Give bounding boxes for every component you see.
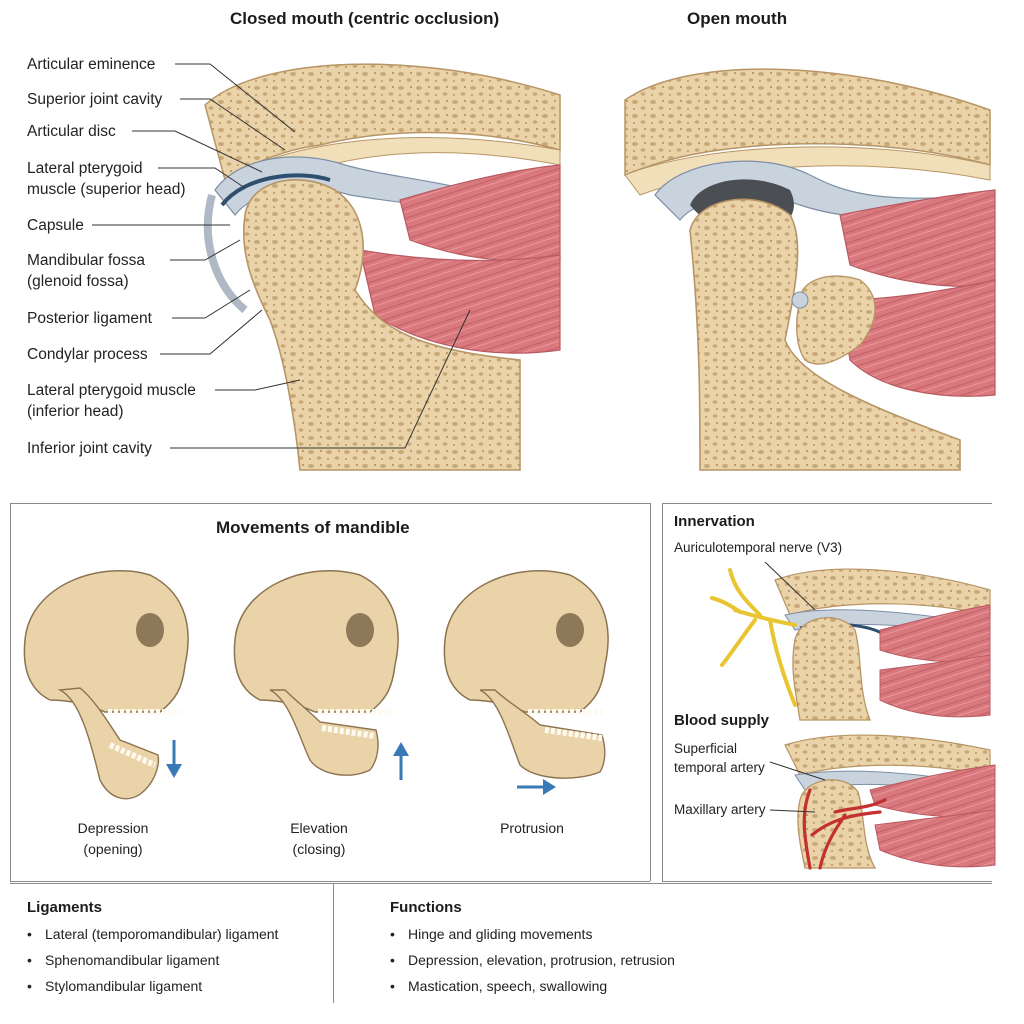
bottom-divider: [10, 883, 992, 884]
skull-elevation-illustration: [233, 570, 399, 776]
label-posterior-ligament: Posterior ligament: [27, 310, 152, 327]
closed-mouth-title: Closed mouth (centric occlusion): [230, 9, 500, 28]
list-item: Hinge and gliding movements: [390, 921, 675, 947]
side-panel-bottom-border: [662, 881, 992, 882]
list-item: Sphenomandibular ligament: [27, 947, 278, 973]
label-maxillary-artery: Maxillary artery: [674, 802, 766, 817]
list-item: Stylomandibular ligament: [27, 973, 278, 999]
innervation-illustration: [710, 561, 991, 721]
arrow-up-icon: [393, 742, 409, 780]
label-articular-disc: Articular disc: [27, 123, 116, 140]
movements-panel-bottom-border: [10, 881, 650, 882]
caption-protrusion: Protrusion: [500, 820, 564, 836]
caption-elevation: Elevation (closing): [290, 820, 348, 857]
label-condylar-process: Condylar process: [27, 346, 148, 363]
skull-protrusion-illustration: [443, 570, 609, 779]
functions-title: Functions: [390, 899, 462, 916]
open-mouth-title: Open mouth: [687, 9, 788, 28]
label-articular-eminence: Articular eminence: [27, 56, 156, 73]
bottom-vertical-divider: [333, 883, 334, 1003]
side-panel-left-border: [662, 503, 663, 881]
movements-panel-right-border: [650, 503, 651, 881]
movements-title: Movements of mandible: [216, 518, 410, 537]
movements-panel-left-border: [10, 503, 11, 881]
leader-lines: [92, 63, 471, 449]
skull-depression-illustration: [23, 570, 189, 800]
caption-depression: Depression (opening): [77, 820, 149, 857]
label-lateral-pterygoid-inferior: Lateral pterygoid muscle (inferior head): [27, 382, 196, 420]
open-mouth-joint-illustration: [624, 68, 996, 471]
blood-supply-illustration: [769, 734, 996, 870]
ligaments-list: Lateral (temporomandibular) ligament Sph…: [27, 921, 278, 999]
closed-mouth-joint-illustration: [203, 63, 561, 471]
arrow-down-icon: [166, 740, 182, 778]
side-panel-top-border: [662, 503, 992, 504]
label-inferior-joint-cavity: Inferior joint cavity: [27, 440, 152, 457]
label-capsule: Capsule: [27, 217, 84, 234]
label-superficial-temporal-artery: Superficial temporal artery: [674, 741, 765, 775]
functions-list: Hinge and gliding movements Depression, …: [390, 921, 675, 999]
label-auriculotemporal-nerve: Auriculotemporal nerve (V3): [674, 540, 843, 555]
list-item: Lateral (temporomandibular) ligament: [27, 921, 278, 947]
movements-panel-top-border: [10, 503, 650, 504]
label-lateral-pterygoid-superior: Lateral pterygoid muscle (superior head): [27, 160, 186, 198]
blood-supply-title: Blood supply: [674, 712, 769, 729]
list-item: Depression, elevation, protrusion, retru…: [390, 947, 675, 973]
label-mandibular-fossa: Mandibular fossa (glenoid fossa): [27, 252, 146, 290]
ligaments-title: Ligaments: [27, 899, 103, 916]
arrow-right-icon: [517, 779, 556, 795]
list-item: Mastication, speech, swallowing: [390, 973, 675, 999]
innervation-title: Innervation: [674, 513, 755, 530]
label-superior-joint-cavity: Superior joint cavity: [27, 91, 163, 108]
